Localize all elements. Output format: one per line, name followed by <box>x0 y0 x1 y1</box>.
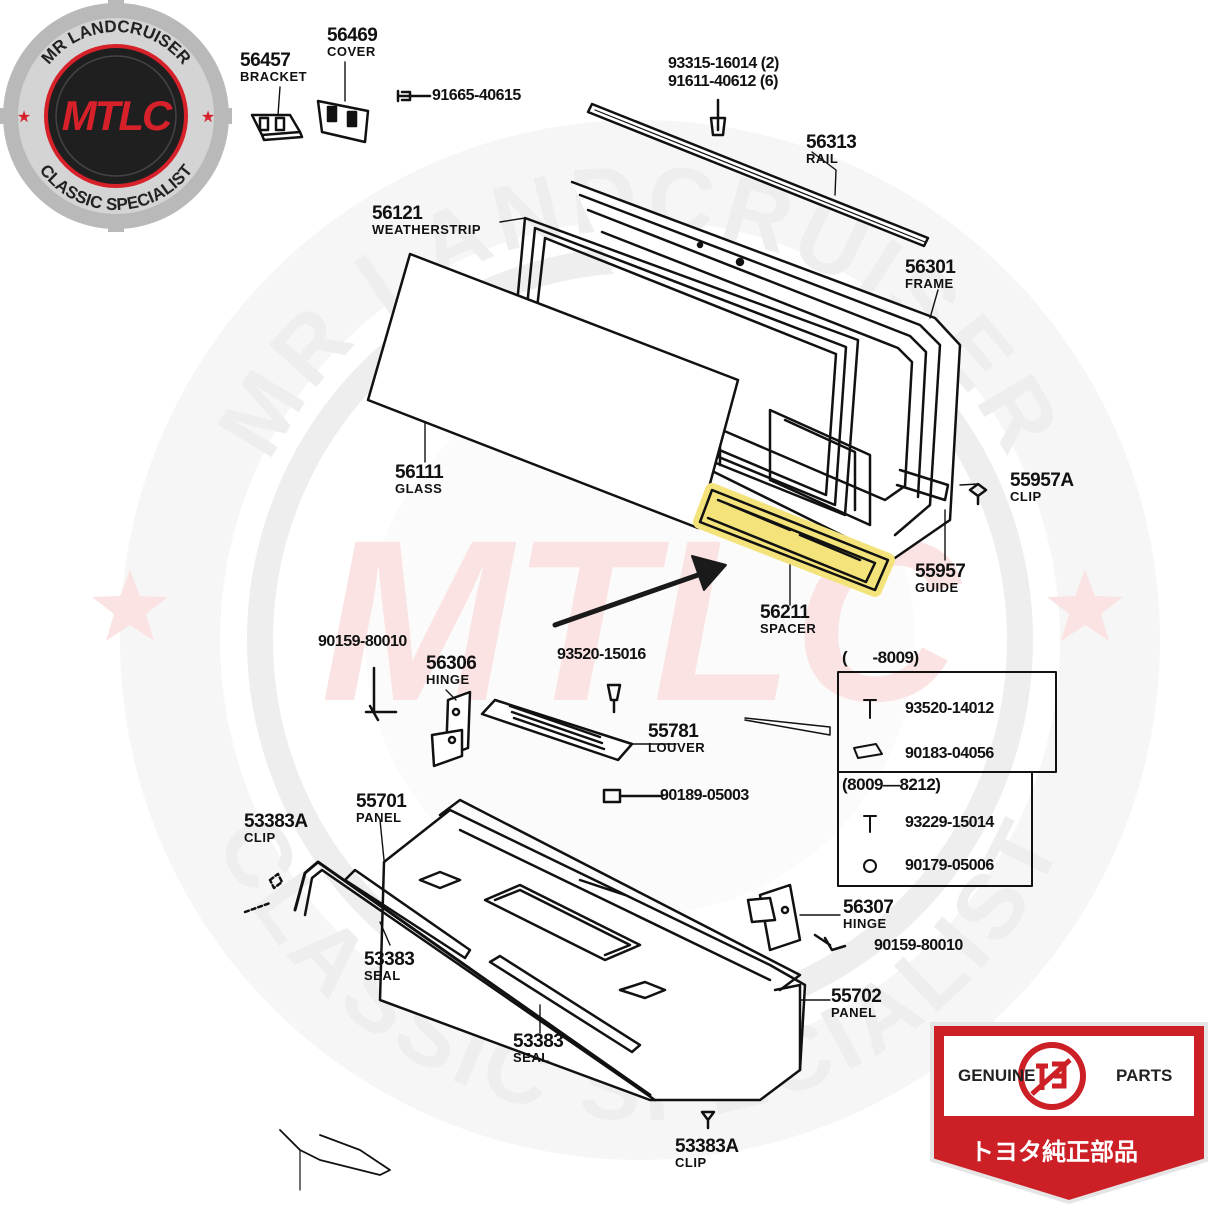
part-number-91665-40615: 91665-40615 <box>432 87 521 104</box>
bolt-center-drawing <box>606 683 622 714</box>
seal-drawing <box>293 860 657 1102</box>
part-number-91611-40612: 91611-40612 (6) <box>668 73 778 90</box>
part-name-louver: LOUVER <box>648 740 706 755</box>
gear-teeth <box>0 0 232 232</box>
part-name-glass: GLASS <box>395 481 443 496</box>
part-name-panel-left: PANEL <box>356 810 402 825</box>
badge-parts-text: PARTS <box>1116 1066 1173 1085</box>
inset-box <box>837 671 1057 887</box>
screw-drawing <box>396 89 432 103</box>
body-outline <box>279 1129 391 1176</box>
part-number-56211: 56211 <box>760 602 810 623</box>
part-number-56457: 56457 <box>240 50 291 71</box>
part-name-clip-left: CLIP <box>244 830 276 845</box>
clip-bottom-drawing <box>700 1110 716 1130</box>
logo-center-text: MTLC <box>62 92 173 139</box>
bolt-right-drawing <box>813 933 847 952</box>
part-name-panel-right: PANEL <box>831 1005 877 1020</box>
part-name-clip-bottom: CLIP <box>675 1155 707 1170</box>
inset-arrow <box>744 717 831 736</box>
part-number-55781: 55781 <box>648 721 699 742</box>
pointer-arrow <box>552 555 727 628</box>
part-number-93520-15016: 93520-15016 <box>557 646 646 663</box>
leader-lines <box>277 61 979 1034</box>
spacer-drawing <box>693 483 895 597</box>
panel-drawing <box>378 798 807 1102</box>
hinge-right-drawing <box>746 883 802 952</box>
part-number-93315-16014: 93315-16014 (2) <box>668 55 779 72</box>
part-number-55702: 55702 <box>831 986 882 1007</box>
part-number-56307: 56307 <box>843 897 894 918</box>
toyota-emblem <box>1018 1042 1086 1110</box>
inset-part-93520-14012: 93520-14012 <box>905 700 994 717</box>
part-number-56306: 56306 <box>426 653 477 674</box>
part-number-90159-80010-right: 90159-80010 <box>874 937 963 954</box>
part-number-56301: 56301 <box>905 257 956 278</box>
part-name-cover: COVER <box>327 44 376 59</box>
part-name-guide: GUIDE <box>915 580 959 595</box>
part-number-56313: 56313 <box>806 132 857 153</box>
badge-genuine-text: GENUINE <box>958 1066 1036 1085</box>
part-number-55957A: 55957A <box>1010 470 1074 491</box>
part-name-spacer: SPACER <box>760 621 817 636</box>
inset-part-90183-04056: 90183-04056 <box>905 745 994 762</box>
mtlc-logo: ★ ★ MTLC MR LANDCRUISER CLASSIC SPECIALI… <box>0 0 232 232</box>
part-number-56121: 56121 <box>372 203 423 224</box>
part-name-frame: FRAME <box>905 276 954 291</box>
watermark-star-left <box>92 570 168 641</box>
clip-left-drawing <box>243 872 284 914</box>
part-name-bracket: BRACKET <box>240 69 308 84</box>
part-name-hinge-left: HINGE <box>426 672 470 687</box>
nut-drawing <box>602 788 664 804</box>
part-number-53383-seal-b: 53383 <box>513 1031 564 1052</box>
louver-drawing <box>480 698 634 762</box>
badge-shape <box>930 1022 1208 1205</box>
rail-drawing <box>586 102 930 248</box>
bolt-left-drawing <box>364 666 398 722</box>
watermark-star-right <box>1047 570 1123 641</box>
part-name-rail: RAIL <box>806 151 839 166</box>
part-number-56111: 56111 <box>395 462 444 483</box>
inset-part-93229-15014: 93229-15014 <box>905 814 994 831</box>
part-number-53383A-bottom: 53383A <box>675 1136 739 1157</box>
part-name-seal-a: SEAL <box>364 968 401 983</box>
part-name-seal-b: SEAL <box>513 1050 550 1065</box>
part-number-55957: 55957 <box>915 561 966 582</box>
bracket-drawing <box>250 113 304 142</box>
part-number-56469: 56469 <box>327 25 378 46</box>
hinge-left-drawing <box>430 690 472 768</box>
cover-drawing <box>316 99 370 144</box>
part-name-clip: CLIP <box>1010 489 1042 504</box>
genuine-parts-badge: GENUINE PARTS トヨタ純正部品 <box>928 1020 1210 1206</box>
part-number-53383A-left: 53383A <box>244 811 308 832</box>
part-number-53383-seal-a: 53383 <box>364 949 415 970</box>
badge-japanese-text: トヨタ純正部品 <box>970 1138 1138 1166</box>
part-name-hinge-right: HINGE <box>843 916 887 931</box>
inset-range-2: (8009—8212) <box>842 775 941 794</box>
bolt-drawing <box>709 98 727 137</box>
inset-range-1: ( -8009) <box>842 648 919 667</box>
inset-part-90179-05006: 90179-05006 <box>905 857 994 874</box>
part-number-90159-80010-left: 90159-80010 <box>318 633 407 650</box>
part-name-weatherstrip: WEATHERSTRIP <box>372 222 482 237</box>
logo-star-left: ★ <box>17 109 31 126</box>
part-number-55701: 55701 <box>356 791 407 812</box>
clip-drawing <box>968 482 988 506</box>
logo-star-right: ★ <box>201 109 215 126</box>
part-number-90189-05003: 90189-05003 <box>660 787 749 804</box>
